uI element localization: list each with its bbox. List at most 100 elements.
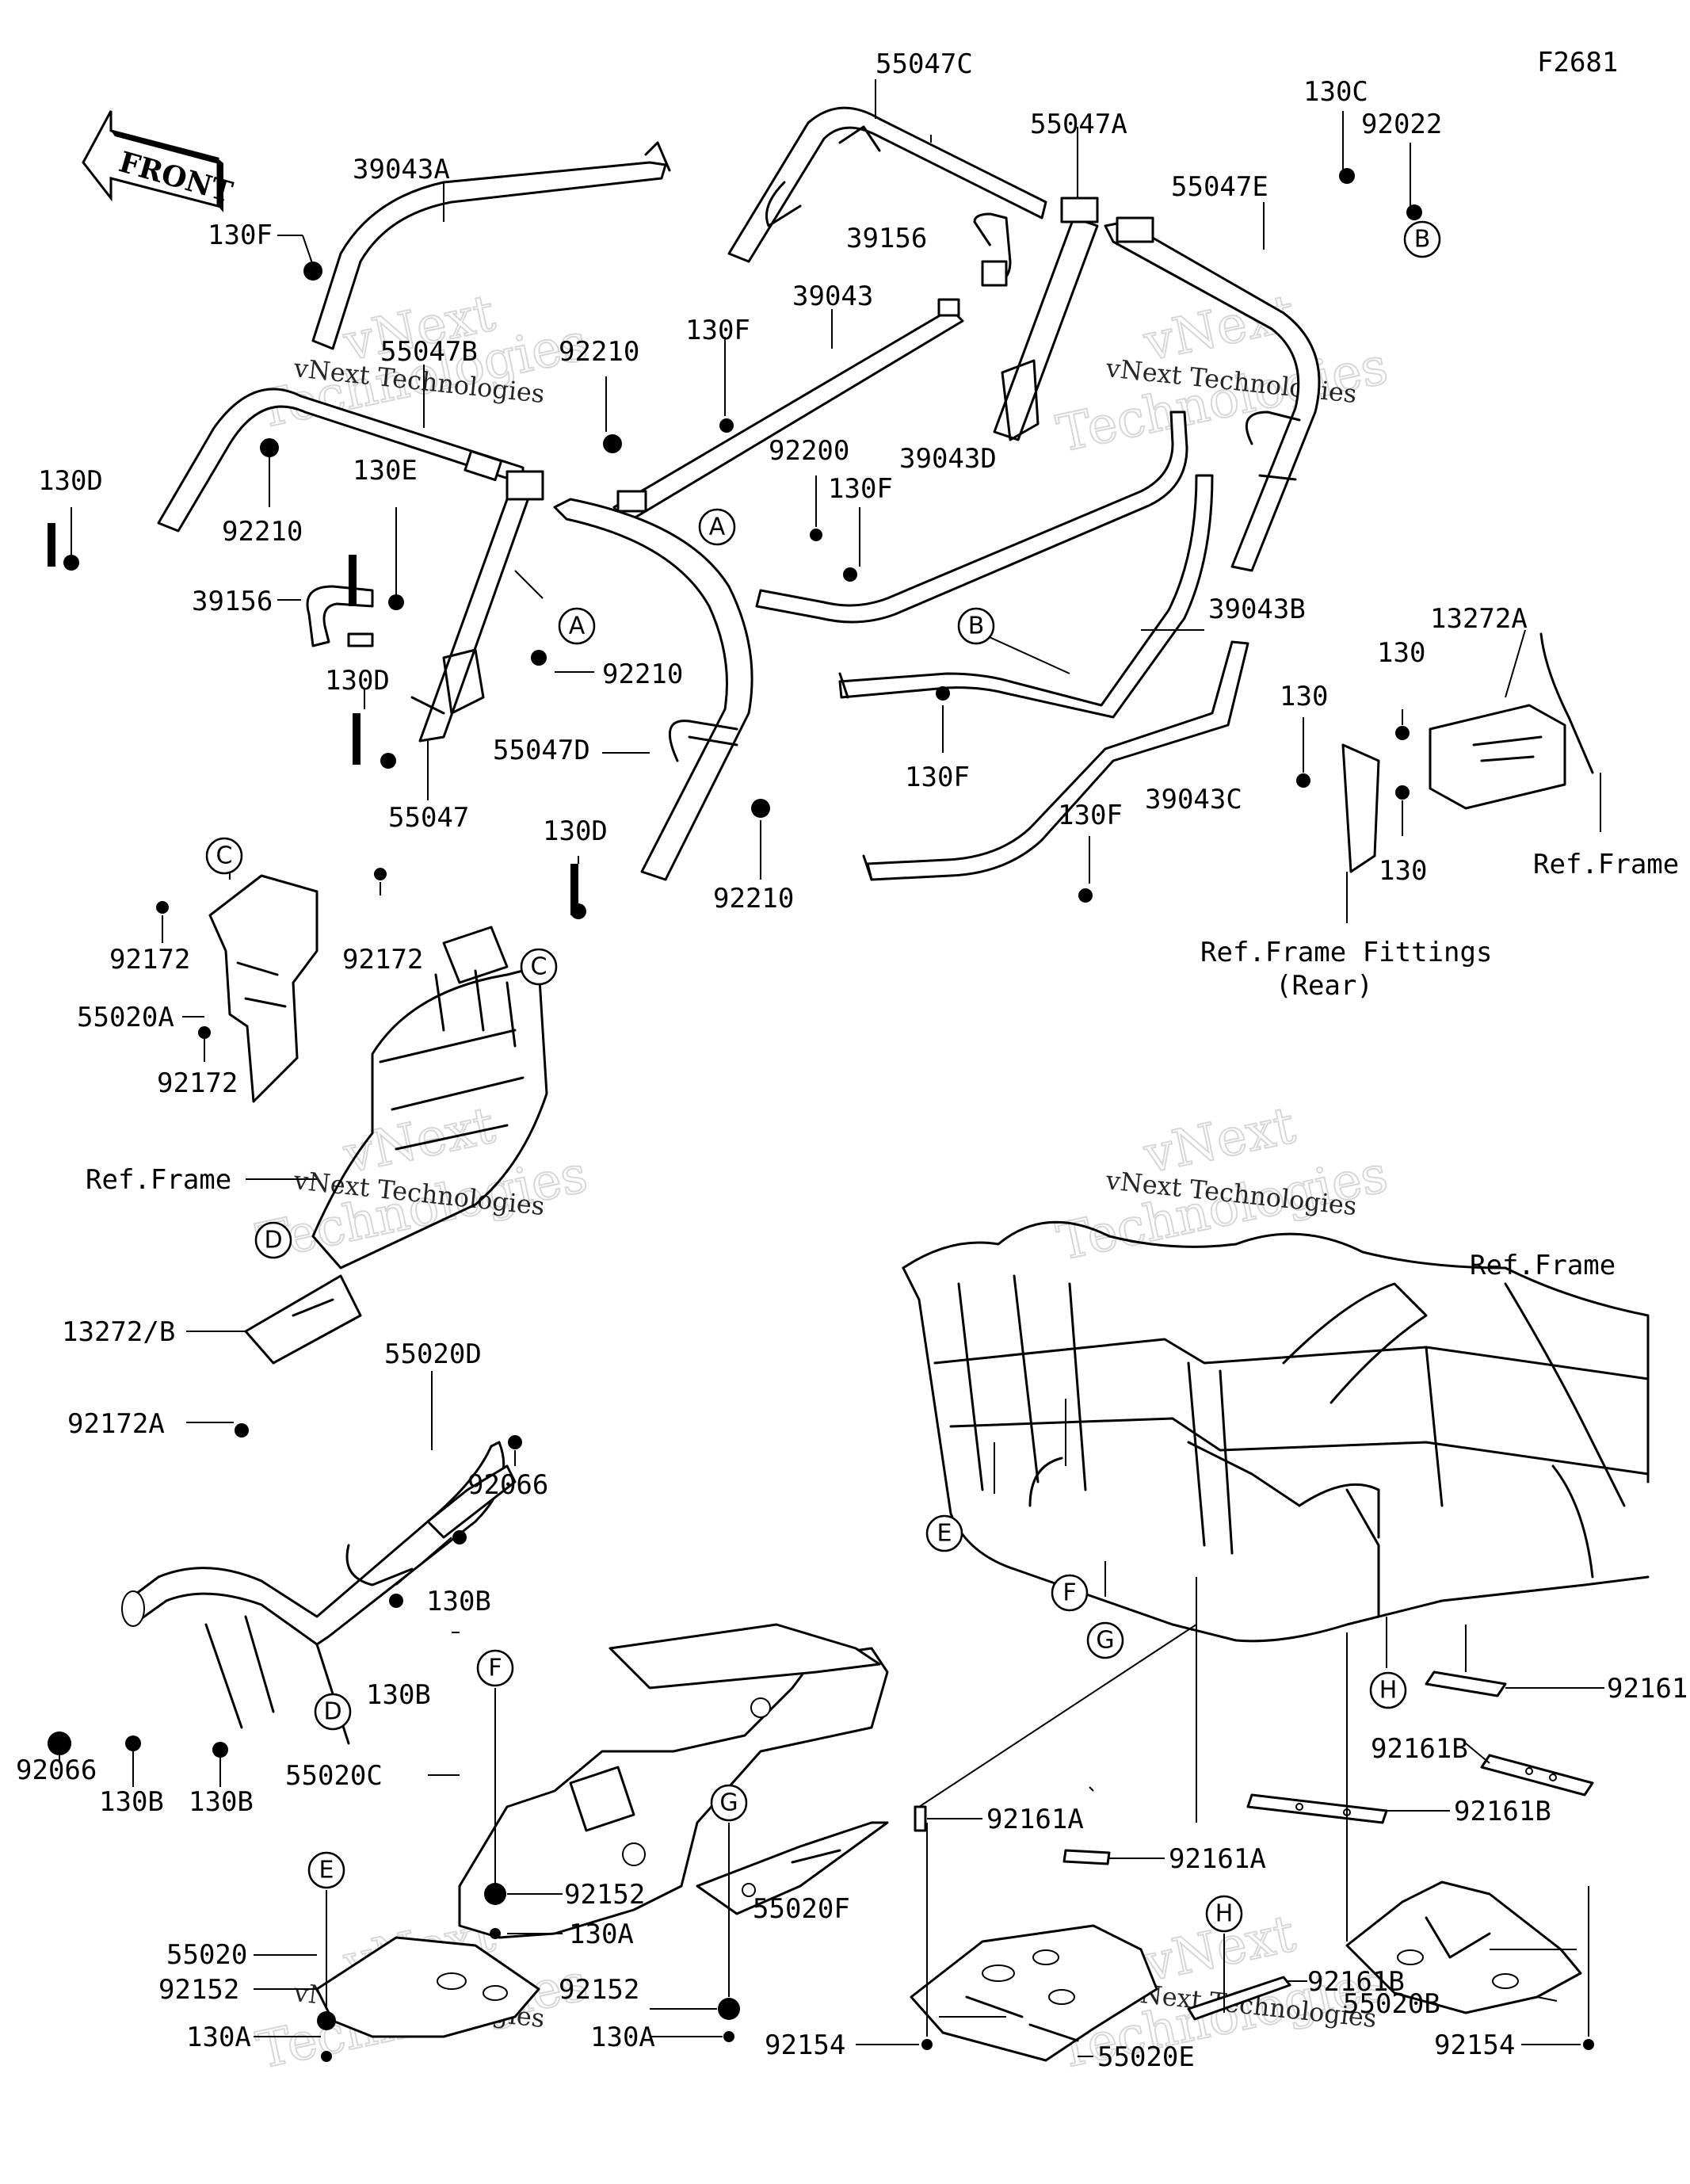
svg-text:E: E <box>937 1520 952 1548</box>
label-130-b: 130 <box>1280 681 1328 712</box>
label-39156-a: 39156 <box>846 223 927 254</box>
plate-55020E <box>910 1924 1158 2062</box>
hoop-55047E <box>1104 216 1321 572</box>
callout-D-top: D <box>254 1221 292 1259</box>
part-labels: 55047C 55047A 55047E 130C 92022 39043A 1… <box>16 48 1688 2073</box>
watermark-mid-left: vNext Technologies vNext Technologies <box>251 1095 593 1273</box>
svg-text:B: B <box>968 613 985 640</box>
plate-92161 <box>1425 1670 1507 1697</box>
label-92022: 92022 <box>1361 109 1442 140</box>
callout-A-right: A <box>698 508 736 546</box>
label-92154-b: 92154 <box>1434 2029 1515 2061</box>
callout-A-left: A <box>558 607 596 645</box>
figure-code: F2681 <box>1537 47 1618 78</box>
label-92152-b: 92152 <box>158 1974 239 2006</box>
callout-E-left: E <box>307 1851 345 1889</box>
label-92200: 92200 <box>769 435 849 467</box>
svg-text:H: H <box>1215 1900 1234 1928</box>
label-92161B-a: 92161B <box>1371 1733 1468 1765</box>
label-55047: 55047 <box>388 802 469 834</box>
callout-F-right: F <box>1051 1574 1089 1612</box>
bracket-39156-right <box>973 212 1012 287</box>
label-130D-a: 130D <box>38 465 103 497</box>
svg-text:F: F <box>488 1655 502 1682</box>
label-92172-a: 92172 <box>109 944 190 976</box>
label-39043B: 39043B <box>1208 594 1306 625</box>
callout-C-top: C <box>205 837 243 875</box>
bar-39043 <box>612 298 964 525</box>
svg-text:F: F <box>1062 1579 1076 1607</box>
label-92161A-a: 92161A <box>986 1804 1084 1835</box>
bar-39043B <box>838 474 1214 719</box>
label-130F-b: 130F <box>685 315 750 346</box>
svg-text:H: H <box>1379 1677 1398 1705</box>
label-39043A: 39043A <box>353 154 450 185</box>
label-55047A: 55047A <box>1030 109 1127 140</box>
label-92172-c: 92172 <box>157 1067 238 1099</box>
label-130B-d: 130B <box>189 1786 254 1818</box>
bar-39043D <box>755 410 1188 624</box>
plate-13272B <box>244 1274 362 1365</box>
svg-text:E: E <box>319 1857 334 1884</box>
label-130F-e: 130F <box>1058 800 1123 831</box>
label-130B-a: 130B <box>426 1586 491 1617</box>
bar-39043C <box>862 640 1249 881</box>
label-130F-c: 130F <box>828 473 893 505</box>
front-arrow-icon: FRONT <box>82 110 236 212</box>
label-13272B: 13272/B <box>62 1316 175 1348</box>
callout-B-top: B <box>1403 220 1441 258</box>
plate-92161A-1 <box>914 1805 927 1832</box>
label-92161-a: 92161 <box>1607 1673 1688 1705</box>
label-ref-frame-fittings: Ref.Frame Fittings <box>1200 937 1492 968</box>
label-130B-b: 130B <box>366 1679 431 1711</box>
label-ref-frame-c: Ref.Frame <box>1470 1250 1616 1281</box>
plate-55020F <box>696 1821 889 1915</box>
label-92210-d: 92210 <box>713 883 794 914</box>
main-frame <box>902 1220 1650 1643</box>
plate-55020A <box>208 874 319 1103</box>
svg-text:A: A <box>569 613 586 640</box>
label-130F-a: 130F <box>208 220 273 251</box>
svg-text:D: D <box>264 1227 282 1254</box>
plate-55020 <box>315 1936 540 2038</box>
label-13272A: 13272A <box>1430 603 1528 635</box>
label-92066-b: 92066 <box>16 1754 97 1786</box>
label-ref-frame-b: Ref.Frame <box>86 1164 231 1196</box>
hoop-55047A <box>993 197 1099 441</box>
label-92154-a: 92154 <box>765 2029 845 2061</box>
svg-text:G: G <box>1096 1627 1114 1655</box>
label-130-c: 130 <box>1379 855 1427 887</box>
label-ref-frame-a: Ref.Frame <box>1533 849 1679 880</box>
label-92172A: 92172A <box>67 1408 165 1440</box>
fasteners-top <box>48 168 1422 919</box>
callout-G-left: G <box>710 1784 748 1822</box>
callouts: B A A B C C D D F G E E F G H H <box>205 220 1441 1933</box>
svg-text:C: C <box>216 842 233 870</box>
label-130A-a: 130A <box>569 1919 634 1950</box>
label-55020: 55020 <box>166 1939 247 1971</box>
label-55020F: 55020F <box>753 1893 850 1925</box>
label-55047E: 55047E <box>1171 171 1268 203</box>
callout-C-mid: C <box>520 948 558 986</box>
label-55020E: 55020E <box>1097 2041 1195 2073</box>
label-55020A: 55020A <box>77 1002 174 1033</box>
label-130D-b: 130D <box>325 665 390 697</box>
svg-text:C: C <box>531 953 547 981</box>
label-92210-b: 92210 <box>222 516 303 548</box>
label-92161A-b: 92161A <box>1169 1843 1266 1875</box>
svg-text:G: G <box>719 1789 738 1817</box>
callout-D-bottom: D <box>314 1693 352 1731</box>
label-39043D: 39043D <box>899 443 997 475</box>
bar-39043A <box>311 141 671 350</box>
plate-92161B-3 <box>1187 1976 1291 2021</box>
label-39156-b: 39156 <box>192 586 273 617</box>
label-130A-b: 130A <box>186 2022 251 2053</box>
label-55020D: 55020D <box>384 1338 482 1370</box>
plate-55020C <box>458 1623 889 1939</box>
label-55020C: 55020C <box>285 1760 383 1792</box>
leader-lines <box>59 79 1604 2057</box>
label-92210-a: 92210 <box>559 336 639 368</box>
label-55020B: 55020B <box>1343 1988 1440 2020</box>
frame-front-section <box>311 926 548 1270</box>
